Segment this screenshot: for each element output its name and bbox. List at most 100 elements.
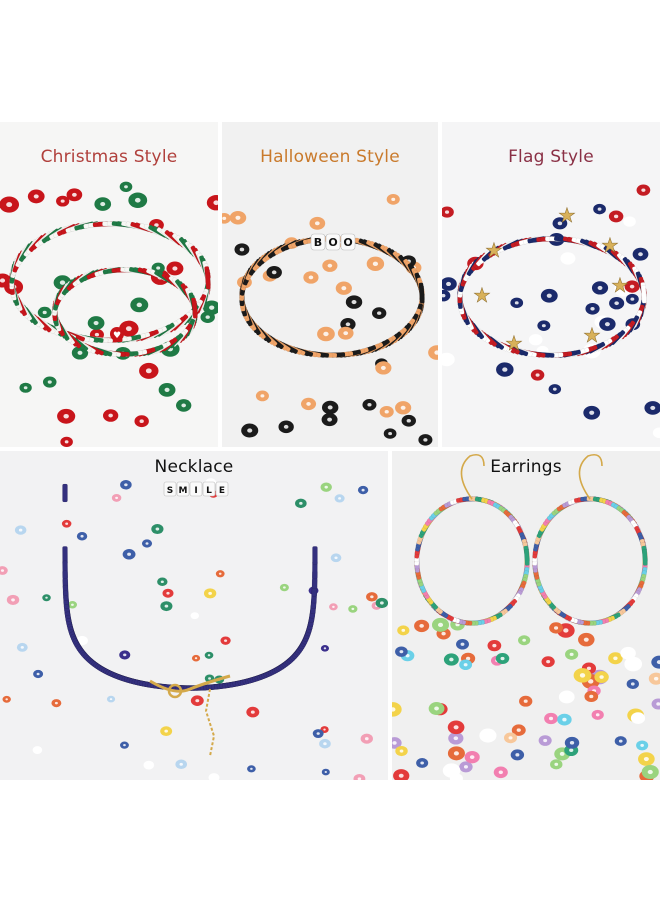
loose-bead [362, 399, 377, 411]
loose-bead [175, 399, 192, 412]
loose-bead [301, 397, 317, 411]
loose-bead [279, 583, 289, 592]
loose-bead [246, 706, 260, 718]
loose-bead [151, 524, 164, 535]
christmas-bracelet-inner [52, 266, 198, 358]
loose-bead [564, 736, 580, 749]
loose-bead [32, 746, 43, 754]
loose-bead [312, 729, 324, 739]
loose-bead [379, 405, 394, 418]
loose-bead [37, 306, 52, 319]
letter-bead: O [325, 233, 341, 251]
loose-bead [375, 597, 388, 609]
christmas-style-label: Christmas Style [40, 147, 178, 167]
loose-bead [76, 531, 88, 541]
loose-bead [608, 210, 624, 223]
loose-bead [632, 247, 649, 261]
loose-bead [360, 733, 373, 744]
loose-bead [76, 635, 88, 646]
loose-bead [552, 217, 568, 230]
loose-bead [624, 280, 640, 293]
loose-bead [447, 746, 465, 761]
loose-bead [393, 769, 410, 780]
loose-bead [0, 273, 12, 288]
loose-bead [459, 659, 473, 671]
left-earring-hoop [414, 496, 530, 626]
loose-bead [345, 295, 363, 309]
loose-bead [386, 193, 400, 205]
loose-bead [0, 196, 20, 213]
letter-bead-text: L [206, 486, 212, 496]
loose-bead [320, 482, 332, 492]
letter-bead: S [163, 481, 177, 497]
letter-bead-text: S [167, 486, 173, 496]
loose-bead [303, 271, 319, 284]
loose-bead [418, 434, 433, 446]
loose-bead [560, 252, 576, 265]
loose-bead [608, 652, 623, 665]
loose-bead [557, 713, 572, 726]
loose-bead [431, 617, 450, 632]
earrings-photo [392, 453, 660, 780]
loose-bead [120, 741, 129, 749]
loose-bead [166, 261, 184, 276]
loose-bead [215, 570, 225, 578]
necklace-label: Necklace [154, 457, 234, 477]
gold-chain-clasp [149, 674, 231, 757]
loose-bead [503, 732, 518, 744]
loose-bead [447, 720, 465, 735]
loose-bead [620, 646, 636, 660]
loose-bead [334, 494, 345, 503]
loose-bead [190, 695, 204, 706]
loose-bead [565, 648, 579, 660]
loose-bead [442, 352, 455, 367]
loose-bead [443, 653, 459, 666]
loose-bead [544, 712, 558, 725]
earrings-label: Earrings [490, 457, 562, 477]
letter-bead: L [202, 481, 216, 497]
loose-bead [558, 690, 575, 704]
loose-bead [401, 414, 416, 427]
loose-bead [57, 408, 76, 424]
loose-bead [548, 384, 562, 395]
star-bead: ★ [583, 323, 601, 347]
star-bead: ★ [611, 273, 629, 297]
loose-bead [157, 577, 168, 587]
loose-bead [366, 592, 378, 602]
loose-bead [2, 695, 11, 703]
loose-bead [392, 702, 402, 717]
star-bead: ★ [601, 233, 619, 257]
loose-bead [479, 728, 497, 743]
loose-bead [119, 181, 133, 192]
loose-bead [203, 588, 217, 599]
loose-bead [442, 763, 461, 778]
loose-bead [33, 669, 44, 679]
loose-bead [573, 668, 592, 683]
star-bead: ★ [505, 331, 523, 355]
loose-bead [416, 758, 429, 768]
loose-bead [585, 302, 600, 315]
loose-bead [372, 307, 387, 319]
halloween-bracelet [239, 236, 425, 358]
loose-bead [591, 709, 604, 720]
heart-bead: ♥ [110, 327, 124, 341]
loose-bead [106, 695, 116, 703]
loose-bead [247, 765, 256, 773]
loose-bead [623, 216, 636, 227]
loose-bead [487, 640, 502, 652]
right-earring-hoop [532, 496, 648, 626]
letter-bead-text: B [314, 236, 322, 249]
christmas-style-panel: ♥ Christmas Style [0, 122, 218, 447]
loose-bead [644, 401, 660, 415]
loose-bead [442, 277, 457, 291]
letter-bead-text: M [179, 486, 188, 496]
loose-bead [111, 494, 122, 502]
loose-bead [493, 766, 508, 779]
loose-bead [234, 243, 250, 256]
loose-bead [357, 485, 369, 495]
loose-bead [538, 735, 552, 746]
loose-bead [395, 745, 408, 757]
